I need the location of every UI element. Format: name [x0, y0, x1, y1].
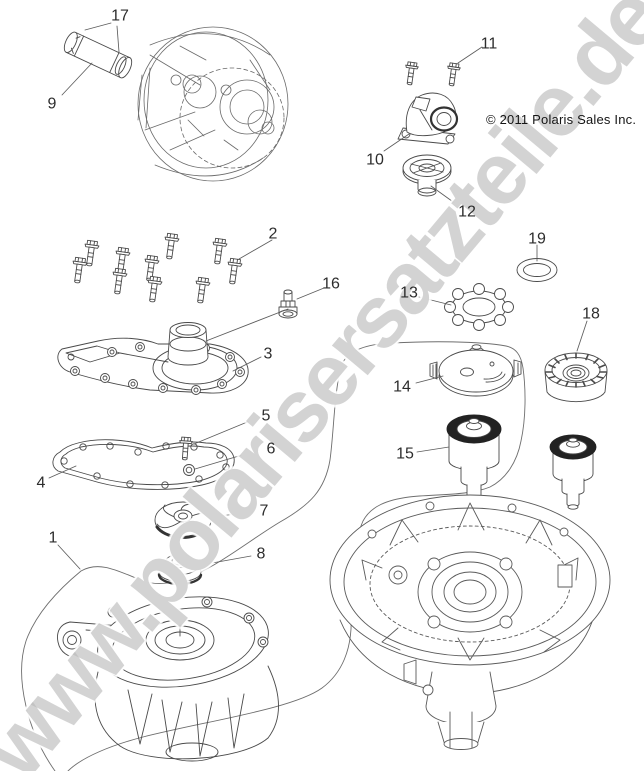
thermostat-bolts-drawing: [402, 61, 462, 87]
drive-plate-drawing: [430, 345, 521, 396]
lock-washer-drawing: [445, 284, 514, 331]
bearing-shaft-drawing: [447, 415, 501, 506]
pump-cover-drawing: [58, 323, 248, 395]
engine-reference-drawing: [138, 27, 288, 181]
group-outline-curve: [22, 342, 525, 771]
pump-housing-drawing: [58, 586, 279, 761]
stator-housing-drawing: [330, 495, 610, 750]
pump-gear-drawing: [545, 353, 607, 402]
mounting-bolts-drawing: [69, 232, 243, 305]
thermostat-housing-drawing: [398, 93, 457, 144]
thermostat-drawing: [403, 155, 451, 196]
mechanical-seal-drawing: [159, 555, 201, 585]
gasket-drawing: [53, 436, 234, 489]
bleed-fitting-drawing: [279, 290, 297, 318]
bearing-shaft-2-drawing: [550, 435, 596, 509]
pin-drawing: [62, 30, 135, 80]
impeller-drawing: [155, 502, 215, 538]
copyright-notice: © 2011 Polaris Sales Inc.: [486, 112, 637, 127]
leader-lines: [49, 23, 587, 569]
oring-drawing: [517, 259, 557, 282]
